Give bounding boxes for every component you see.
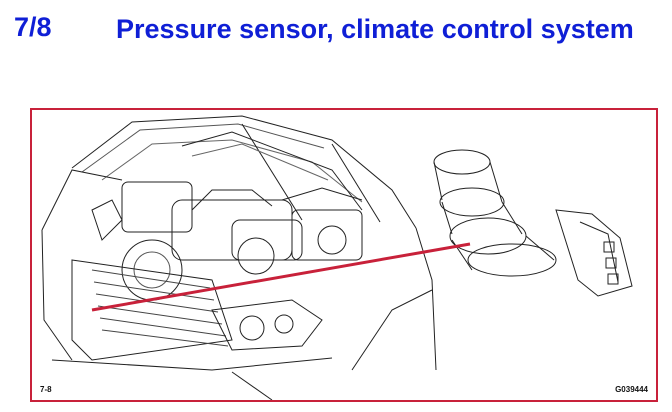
figure-label-left: 7-8 [40, 385, 52, 394]
pressure-sensor-drawing [433, 149, 633, 297]
headlight-outline [211, 299, 323, 351]
engine-bay-illustration [41, 115, 633, 400]
section-number: 7/8 [14, 12, 52, 42]
hood-outline [71, 115, 417, 229]
grille-outline [71, 259, 233, 361]
pointer-line [91, 242, 471, 312]
figure-label-right: G039444 [615, 385, 648, 394]
figure-frame: 7-8 G039444 [30, 108, 658, 402]
section-title: Pressure sensor, climate control system [116, 14, 634, 44]
